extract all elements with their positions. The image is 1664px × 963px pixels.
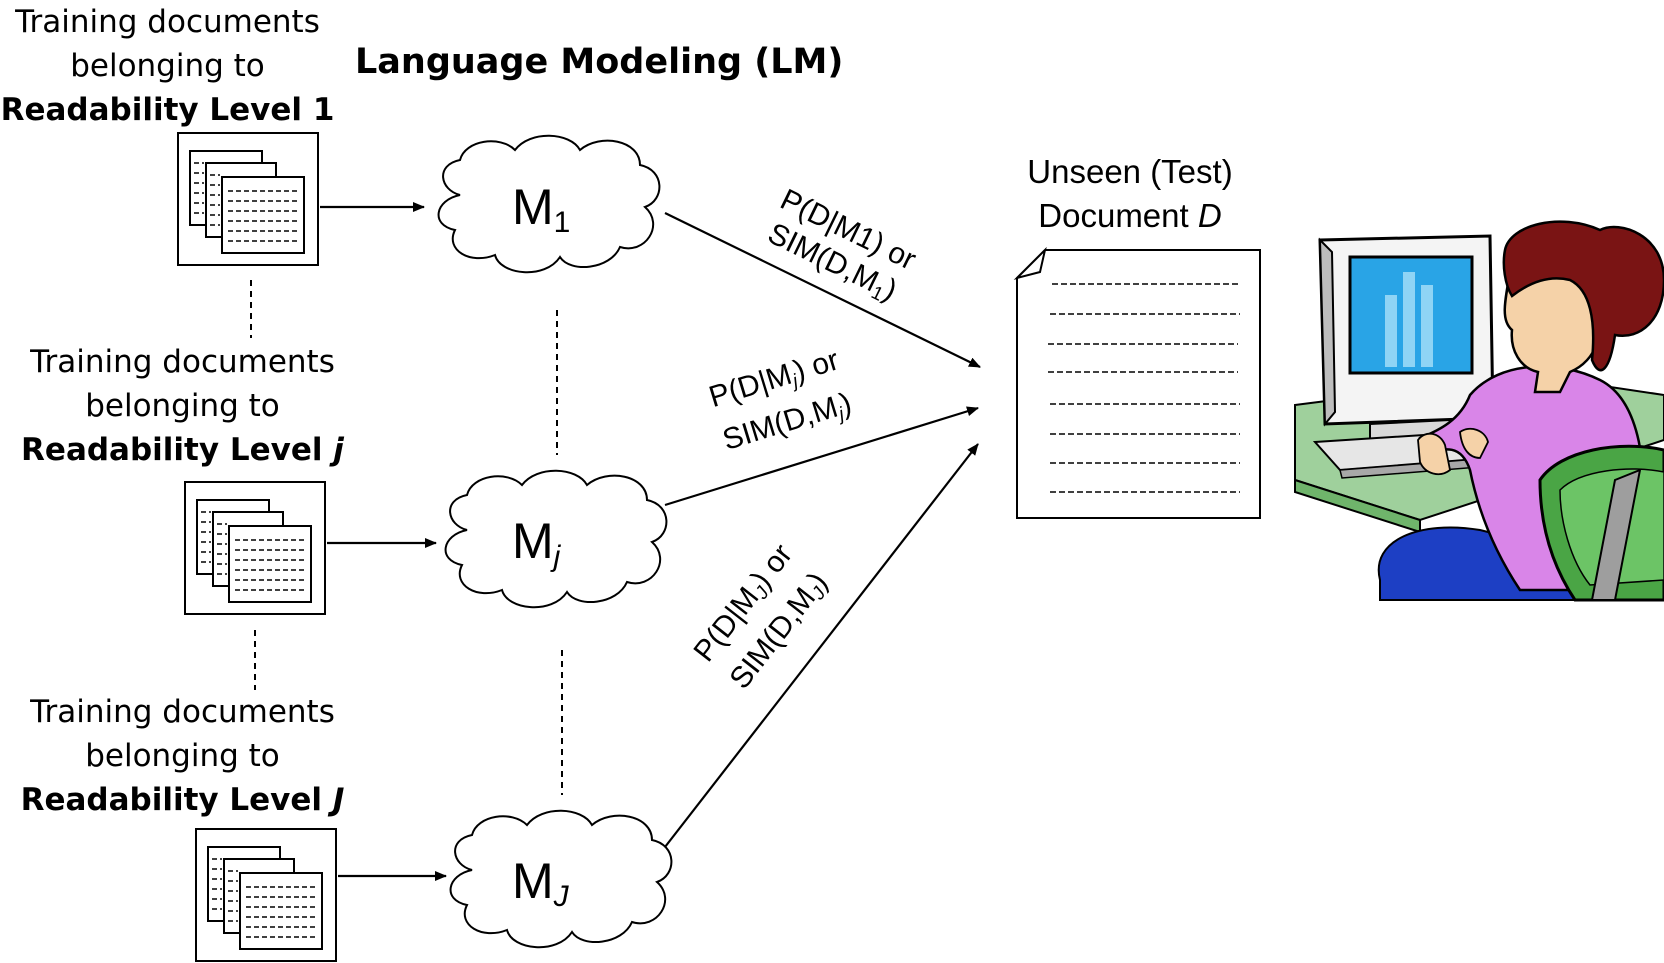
diagram-title: Language Modeling (LM) bbox=[355, 42, 844, 82]
level-number: 1 bbox=[312, 92, 335, 128]
arrow bbox=[664, 406, 979, 507]
model-subscript: 1 bbox=[553, 206, 571, 239]
level-prefix: Readability Level bbox=[20, 782, 333, 818]
label-line: Training documents bbox=[30, 694, 335, 730]
label-line: Training documents bbox=[15, 4, 320, 40]
person-at-computer-icon bbox=[1294, 220, 1664, 602]
blank-document-icon bbox=[1013, 246, 1261, 519]
test-document-label: Unseen (Test) Document D bbox=[980, 150, 1280, 238]
document-stack-icon bbox=[184, 481, 326, 615]
model-symbol: M bbox=[512, 179, 554, 235]
label-line: belonging to bbox=[85, 388, 280, 424]
model-subscript: J bbox=[553, 880, 569, 913]
level-variable: j bbox=[333, 432, 344, 468]
document-stack-icon bbox=[177, 132, 319, 266]
level-variable: J bbox=[332, 782, 345, 818]
arrow bbox=[664, 212, 981, 368]
label-line: Training documents bbox=[30, 344, 335, 380]
level-line: Readability Level 1 bbox=[0, 88, 335, 132]
document-stack-icon bbox=[195, 828, 337, 962]
level-prefix: Readability Level bbox=[21, 432, 334, 468]
level-line: Readability Level J bbox=[15, 778, 350, 822]
arrow bbox=[664, 443, 979, 848]
model-label-J: MJ bbox=[512, 852, 569, 914]
label-line: belonging to bbox=[70, 48, 265, 84]
model-label-1: M1 bbox=[512, 178, 570, 240]
training-label-level-j: Training documents belonging to Readabil… bbox=[15, 340, 350, 472]
training-label-level-1: Training documents belonging to Readabil… bbox=[0, 0, 335, 132]
level-line: Readability Level j bbox=[15, 428, 350, 472]
model-symbol: M bbox=[512, 853, 554, 909]
model-symbol: M bbox=[512, 513, 554, 569]
test-document-line1: Unseen (Test) bbox=[1027, 153, 1233, 190]
label-line: belonging to bbox=[85, 738, 280, 774]
level-prefix: Readability Level bbox=[0, 92, 313, 128]
model-subscript: j bbox=[553, 540, 561, 573]
model-label-j: Mj bbox=[512, 512, 560, 574]
training-label-level-J: Training documents belonging to Readabil… bbox=[15, 690, 350, 822]
test-document-line2: Document D bbox=[1038, 197, 1222, 234]
